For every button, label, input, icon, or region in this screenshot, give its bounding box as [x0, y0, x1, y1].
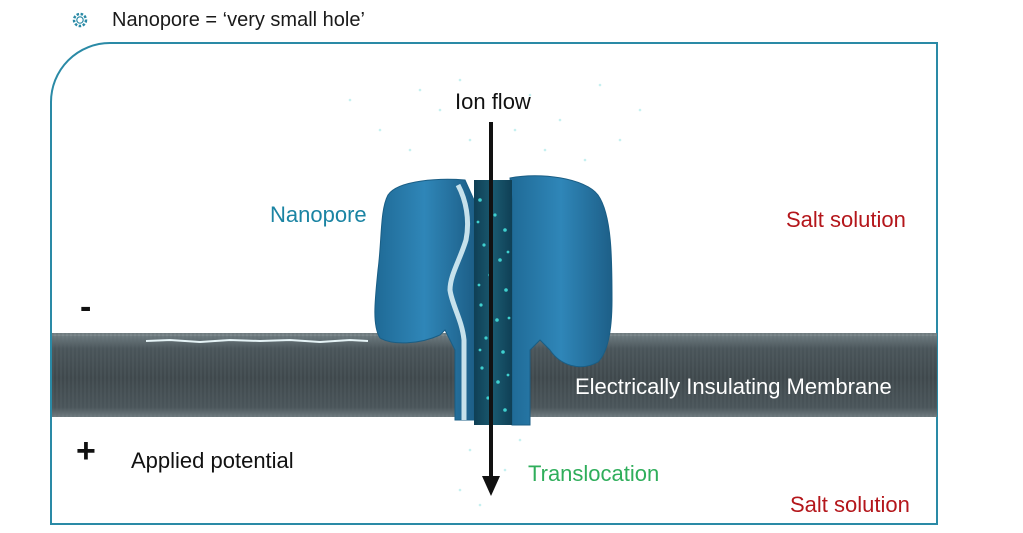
bullet-row: Nanopore = ‘very small hole’ — [70, 6, 365, 34]
ion-flow-label: Ion flow — [455, 89, 531, 114]
gear-bullet-icon — [72, 12, 88, 28]
salt-solution-bottom-label: Salt solution — [790, 492, 910, 517]
membrane-label: Electrically Insulating Membrane — [575, 374, 892, 399]
current-trace — [145, 338, 369, 344]
translocation-label: Translocation — [528, 461, 660, 486]
positive-sign: + — [76, 432, 96, 470]
nanopore-highlight — [447, 183, 471, 420]
bullet-text: Nanopore = ‘very small hole’ — [112, 8, 365, 31]
applied-potential-label: Applied potential — [131, 448, 294, 473]
nanopore-right-half — [509, 175, 613, 426]
ion-flow-arrow-head — [482, 476, 500, 496]
nanopore-left-half — [374, 178, 475, 421]
salt-solution-top-label: Salt solution — [786, 207, 906, 232]
nanopore-label: Nanopore — [270, 202, 367, 227]
ion-cloud — [348, 78, 642, 507]
diagram-frame — [50, 42, 938, 525]
negative-sign: - — [80, 288, 92, 326]
